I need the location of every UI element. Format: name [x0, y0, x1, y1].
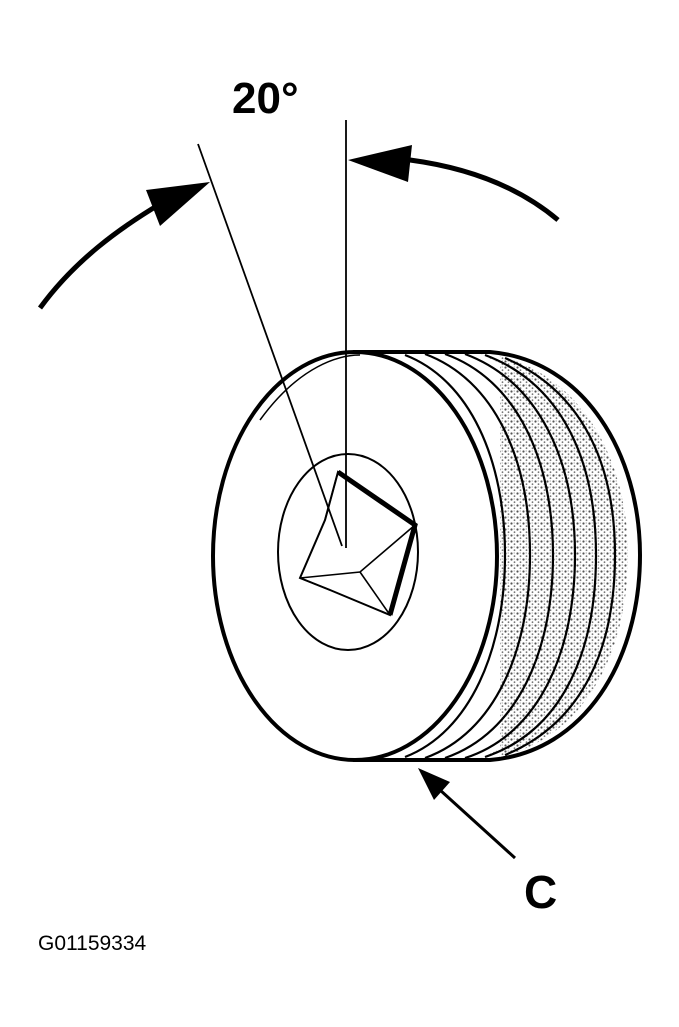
figure-id: G01159334	[38, 932, 147, 955]
callout-label: C	[524, 866, 557, 918]
right-rotation-arrow	[348, 145, 560, 222]
callout-leader-arrow	[418, 768, 517, 860]
left-rotation-arrow	[37, 182, 210, 310]
angle-label: 20°	[232, 74, 299, 123]
hex-socket	[277, 453, 419, 651]
tilted-reference-line	[197, 143, 343, 547]
